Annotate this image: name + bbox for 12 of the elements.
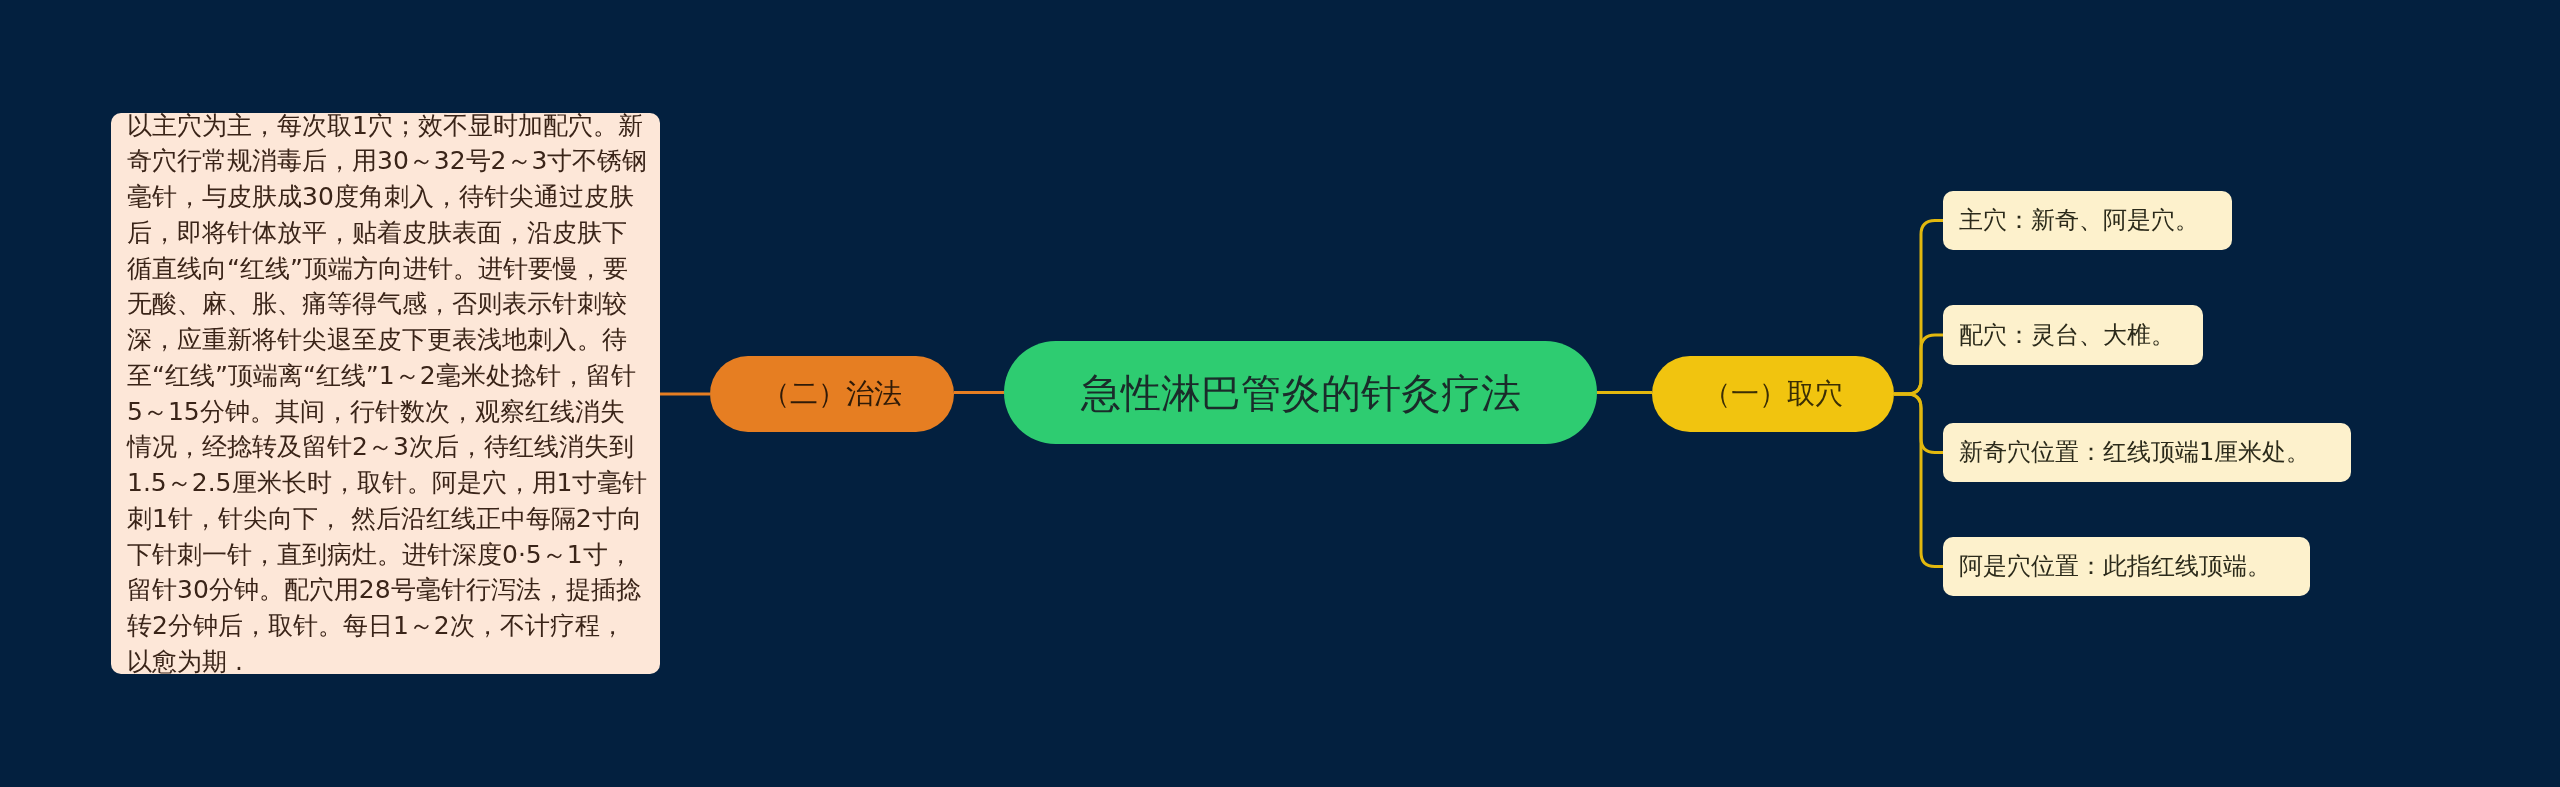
leaf-topic: 阿是穴位置：此指红线顶端。 [1943,537,2310,596]
branch-topic: （二）治法 [710,356,954,432]
root-topic: 急性淋巴管炎的针灸疗法 [1004,341,1597,444]
leaf-topic: 配穴：灵台、大椎。 [1943,305,2203,365]
text-card: 以主穴为主，每次取1穴；效不显时加配穴。新奇穴行常规消毒后，用30～32号2～3寸不锈钢毫针，与皮肤成30度角刺入，待针尖通过皮肤后，即将针体放平，贴着皮肤表面，沿皮肤下循直线向“红线”顶端方向进针。进针要慢，要无酸、麻、胀、痛等得气感，否则表示针刺较深，应重新将针尖退至皮下更表浅地刺入。待至“红线”顶端离“红线”1～2毫米处捻针，留针5～15分钟。其间，行针数次，观察红线消失情况，经捻转及留针2～3次后，待红线消失到1.5～2.5厘米长时，取针。阿是穴，用1寸毫针刺1针，针尖向下， 然后沿红线正中每隔2寸向下针刺一针，直到病灶。进针深度0·5～1寸，留针30分钟。配穴用28号毫针行泻法，提插捻转2分钟后，取针。每日1～2次，不计疗程，以愈为期 . [111,113,660,674]
connector-line [954,391,1004,394]
connector-line [1597,391,1652,394]
connector-line [1894,392,1943,568]
branch-topic: （一）取穴 [1652,356,1894,432]
leaf-topic: 新奇穴位置：红线顶端1厘米处。 [1943,423,2351,482]
leaf-topic: 主穴：新奇、阿是穴。 [1943,191,2232,250]
connector-line [660,392,710,396]
